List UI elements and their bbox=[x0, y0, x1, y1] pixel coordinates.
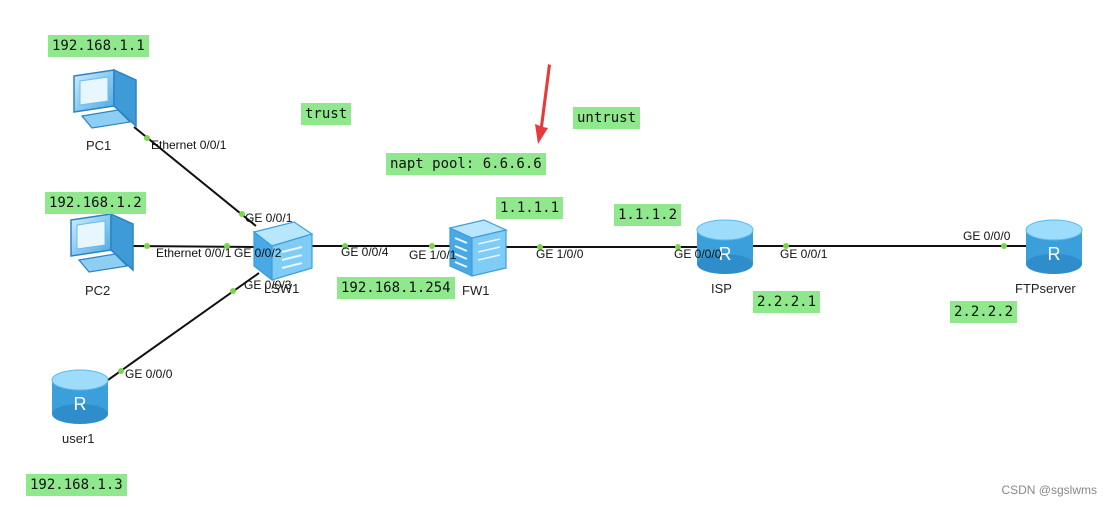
link-pc1-lsw1 bbox=[133, 126, 257, 227]
port-dot-fw1-g100 bbox=[537, 244, 543, 250]
link-pc2-lsw1 bbox=[132, 245, 257, 248]
pc1-ip-label: 192.168.1.1 bbox=[48, 35, 149, 57]
lsw1-g2-port-label: GE 0/0/2 bbox=[234, 246, 282, 260]
port-dot-lsw1-g4 bbox=[342, 243, 348, 249]
isp-g0-port-label: GE 0/0/0 bbox=[674, 247, 722, 261]
ftpserver-name-label: FTPserver bbox=[1015, 281, 1076, 296]
user1-name-label: user1 bbox=[62, 431, 95, 446]
isp-router-icon[interactable]: R bbox=[696, 219, 754, 274]
ftp-g0-port-label: GE 0/0/0 bbox=[963, 229, 1011, 243]
user1-port-label: GE 0/0/0 bbox=[125, 367, 173, 381]
port-dot-lsw1-g3 bbox=[230, 288, 236, 294]
lsw1-name-label: LSW1 bbox=[264, 281, 300, 296]
port-dot-user1 bbox=[118, 368, 124, 374]
napt-pool-label: napt pool: 6.6.6.6 bbox=[386, 153, 546, 175]
annotation-arrow-icon bbox=[535, 64, 551, 144]
lsw1-g1-port-label: GE 0/0/1 bbox=[245, 211, 293, 225]
port-dot-pc1 bbox=[144, 135, 150, 141]
pc2-ip-label: 192.168.1.2 bbox=[45, 192, 146, 214]
port-dot-ftp-g0 bbox=[1001, 243, 1007, 249]
pc2-icon[interactable] bbox=[70, 212, 134, 273]
link-user1-lsw1 bbox=[107, 272, 260, 381]
lsw1-switch-icon[interactable] bbox=[252, 221, 314, 282]
fw-out-ip-label: 1.1.1.1 bbox=[496, 197, 564, 219]
untrust-zone-label: untrust bbox=[573, 107, 641, 129]
svg-text:R: R bbox=[74, 394, 87, 414]
fw1-g100-port-label: GE 1/0/0 bbox=[536, 247, 584, 261]
pc2-port-label: Ethernet 0/0/1 bbox=[156, 246, 232, 260]
port-dot-isp-g0 bbox=[675, 244, 681, 250]
port-dot-isp-g1 bbox=[783, 243, 789, 249]
fw1-g101-port-label: GE 1/0/1 bbox=[409, 248, 457, 262]
svg-text:R: R bbox=[719, 244, 732, 264]
watermark: CSDN @sgslwms bbox=[1001, 483, 1097, 497]
pc1-icon[interactable] bbox=[73, 68, 137, 129]
user1-ip-label: 192.168.1.3 bbox=[26, 474, 127, 496]
pc1-name-label: PC1 bbox=[86, 138, 112, 153]
port-dots bbox=[118, 135, 1007, 374]
ftp-ip-label: 2.2.2.2 bbox=[950, 301, 1018, 323]
pc1-port-label: Ethernet 0/0/1 bbox=[151, 138, 227, 152]
trust-zone-label: trust bbox=[301, 103, 352, 125]
isp-name-label: ISP bbox=[711, 281, 732, 296]
port-dot-lsw1-g1 bbox=[239, 211, 245, 217]
isp-g1-port-label: GE 0/0/1 bbox=[780, 247, 828, 261]
svg-text:R: R bbox=[1048, 244, 1061, 264]
lsw1-g4-port-label: GE 0/0/4 bbox=[341, 245, 389, 259]
user1-router-icon[interactable]: R bbox=[51, 369, 109, 424]
isp-out-ip-label: 2.2.2.1 bbox=[753, 291, 821, 313]
port-dot-lsw1-g2 bbox=[224, 243, 230, 249]
port-dot-pc2 bbox=[144, 243, 150, 249]
port-dot-fw1-g101 bbox=[429, 243, 435, 249]
lsw1-g3-port-label: GE 0/0/3 bbox=[244, 278, 292, 292]
isp-in-ip-label: 1.1.1.2 bbox=[614, 204, 682, 226]
lsw-gateway-ip-label: 192.168.1.254 bbox=[337, 277, 455, 299]
fw1-firewall-icon[interactable] bbox=[448, 219, 508, 277]
pc2-name-label: PC2 bbox=[85, 283, 111, 298]
fw1-name-label: FW1 bbox=[462, 283, 490, 298]
ftpserver-router-icon[interactable]: R bbox=[1025, 219, 1083, 274]
